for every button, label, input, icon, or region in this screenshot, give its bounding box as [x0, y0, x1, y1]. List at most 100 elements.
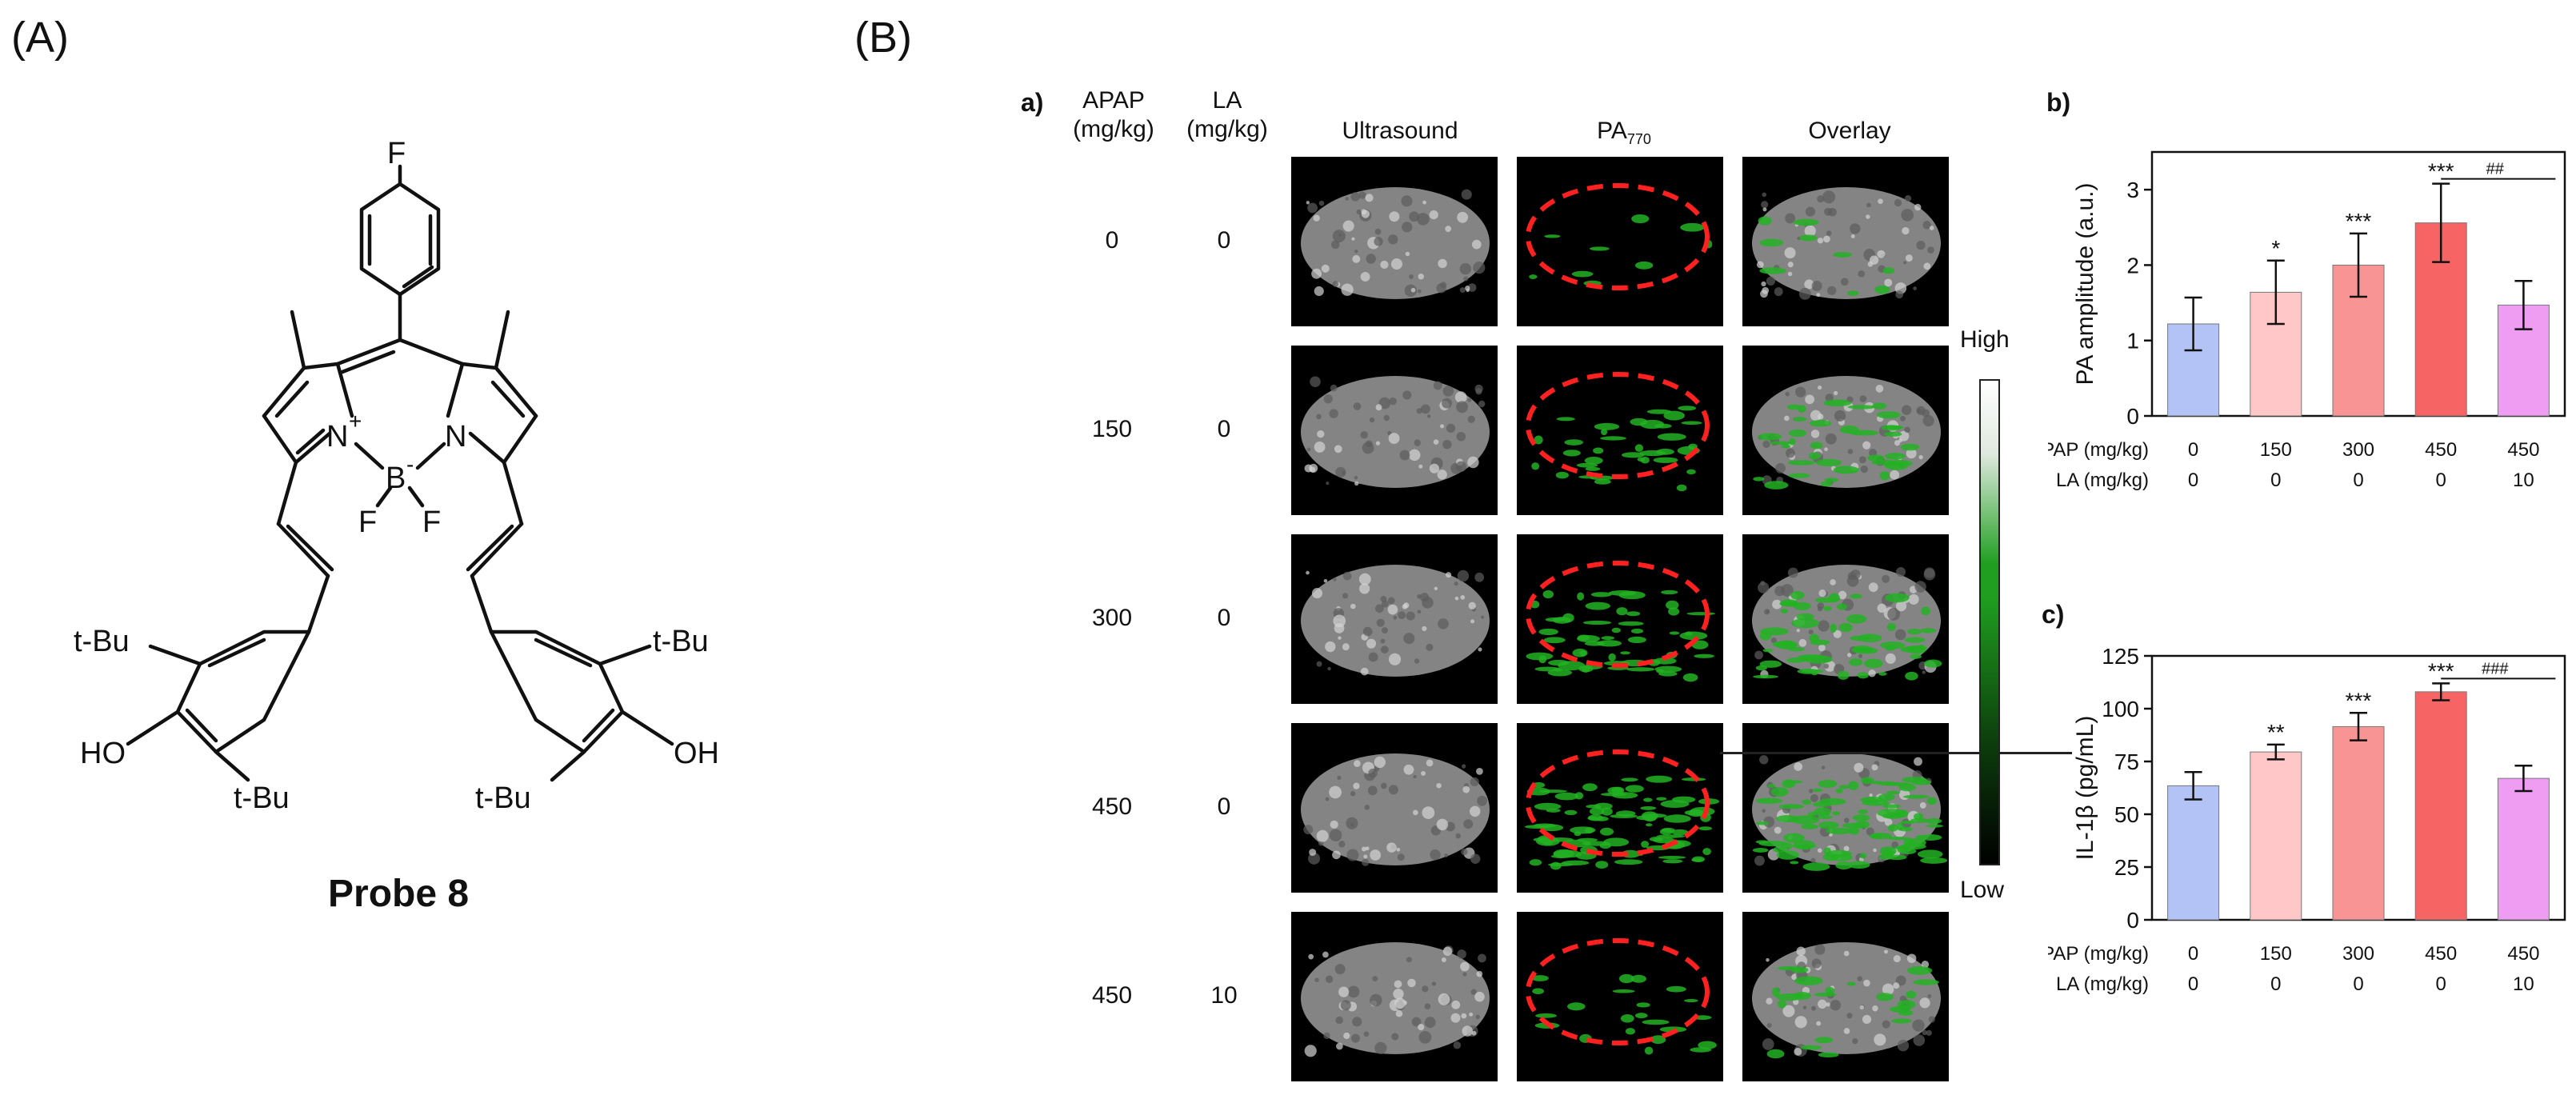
- category-value: 450: [2425, 943, 2457, 965]
- category-value: 0: [2188, 470, 2198, 491]
- ultrasound-image: [1291, 346, 1498, 515]
- overlay-image: [1742, 346, 1949, 515]
- category-value: 450: [2425, 439, 2457, 461]
- overlay-image: [1742, 723, 1949, 893]
- overlay-image: [1742, 157, 1949, 326]
- header-pa-text: PA: [1597, 118, 1627, 144]
- y-tick-label: 1: [2126, 329, 2139, 354]
- significance-marker: ***: [2428, 159, 2454, 184]
- header-overlay: Overlay: [1808, 118, 1891, 144]
- row-label: APAP (mg/kg): [2048, 943, 2149, 965]
- tbu-right-lower: t-Bu: [475, 781, 531, 815]
- subpanel-c-label: c): [2042, 600, 2065, 629]
- subpanel-b-label: b): [2046, 88, 2071, 117]
- bar: [2414, 691, 2467, 921]
- subpanel-a-label: a): [1021, 88, 1044, 117]
- atom-f-right: F: [422, 506, 441, 539]
- y-axis-label: PA amplitude (a.u.): [2072, 183, 2098, 386]
- y-tick-label: 3: [2126, 178, 2139, 202]
- pa-image: [1517, 912, 1723, 1081]
- category-value: 450: [2507, 943, 2539, 965]
- category-value: 0: [2188, 439, 2198, 461]
- row-label: APAP (mg/kg): [2048, 439, 2149, 461]
- category-value: 0: [2436, 973, 2446, 995]
- row-la-value: 0: [1217, 227, 1231, 254]
- bar: [2332, 725, 2385, 921]
- y-tick-label: 2: [2126, 253, 2139, 278]
- row-la-value: 10: [1210, 982, 1238, 1009]
- y-tick-label: 0: [2126, 908, 2139, 933]
- category-value: 150: [2260, 439, 2292, 461]
- header-la-line2: (mg/kg): [1186, 116, 1268, 142]
- row-la-value: 0: [1217, 793, 1231, 820]
- pa-image: [1517, 157, 1723, 326]
- category-value: 0: [2270, 973, 2281, 995]
- category-value: 150: [2260, 943, 2292, 965]
- oh-right: OH: [674, 737, 719, 770]
- significance-marker: ***: [2346, 209, 2372, 234]
- significance-marker: ***: [2346, 688, 2372, 713]
- y-tick-label: 75: [2114, 749, 2139, 774]
- category-value: 300: [2342, 943, 2374, 965]
- probe-caption: Probe 8: [328, 873, 470, 915]
- category-value: 0: [2436, 470, 2446, 491]
- header-apap-line2: (mg/kg): [1073, 116, 1154, 142]
- pa-image: [1517, 723, 1723, 893]
- category-value: 0: [2270, 470, 2281, 491]
- bar: [2167, 785, 2220, 921]
- atom-n-right: N: [445, 420, 466, 454]
- y-axis-label: IL-1β (pg/mL): [2072, 716, 2098, 861]
- pa-image: [1517, 534, 1723, 704]
- panel-a-label: (A): [11, 14, 69, 62]
- ultrasound-image: [1291, 912, 1498, 1081]
- y-tick-label: 25: [2114, 855, 2139, 880]
- row-apap-value: 0: [1105, 227, 1119, 254]
- row-la-value: 0: [1217, 605, 1231, 631]
- category-value: 300: [2342, 439, 2374, 461]
- connector-line: [1720, 752, 2072, 754]
- row-label: LA (mg/kg): [2056, 973, 2149, 995]
- header-pa-sub: 770: [1626, 131, 1651, 147]
- header-apap-line1: APAP: [1082, 87, 1145, 114]
- atom-f-left: F: [358, 506, 377, 539]
- category-value: 0: [2353, 973, 2363, 995]
- y-tick-label: 50: [2114, 802, 2139, 827]
- significance-marker: **: [2267, 720, 2285, 745]
- tbu-right-upper: t-Bu: [653, 625, 709, 658]
- colorbar-high-label: High: [1960, 326, 2010, 353]
- bar: [2497, 777, 2550, 921]
- probe-8-structure: F N + B - N F F t-Bu HO t-Bu t-Bu OH t-B…: [74, 137, 719, 815]
- oh-left: HO: [80, 737, 126, 770]
- significance-marker: *: [2271, 236, 2280, 261]
- category-value: 10: [2513, 973, 2534, 995]
- significance-marker: ***: [2428, 658, 2454, 683]
- tbu-left-lower: t-Bu: [234, 781, 290, 815]
- row-apap-value: 150: [1091, 416, 1133, 442]
- tbu-left-upper: t-Bu: [74, 625, 130, 658]
- y-tick-label: 100: [2102, 697, 2139, 721]
- ultrasound-image: [1291, 723, 1498, 893]
- header-apap: APAP (mg/kg): [1058, 86, 1170, 144]
- header-la: LA (mg/kg): [1171, 86, 1283, 144]
- category-value: 0: [2353, 470, 2363, 491]
- colorbar-low-label: Low: [1960, 877, 2005, 903]
- atom-fluorine-top: F: [387, 137, 406, 170]
- ultrasound-image: [1291, 157, 1498, 326]
- bar: [2250, 751, 2302, 921]
- category-value: 450: [2507, 439, 2539, 461]
- y-tick-label: 0: [2126, 404, 2139, 429]
- row-apap-value: 450: [1091, 793, 1133, 820]
- overlay-image: [1742, 912, 1949, 1081]
- header-ultrasound: Ultrasound: [1342, 118, 1458, 144]
- pa-image: [1517, 346, 1723, 515]
- category-value: 0: [2188, 943, 2198, 965]
- bracket-label: ###: [2482, 660, 2509, 677]
- overlay-image: [1742, 534, 1949, 704]
- atom-n-left: N: [326, 420, 348, 454]
- header-pa: PA770: [1520, 117, 1728, 154]
- ultrasound-image: [1291, 534, 1498, 704]
- row-label: LA (mg/kg): [2056, 470, 2149, 491]
- category-value: 0: [2188, 973, 2198, 995]
